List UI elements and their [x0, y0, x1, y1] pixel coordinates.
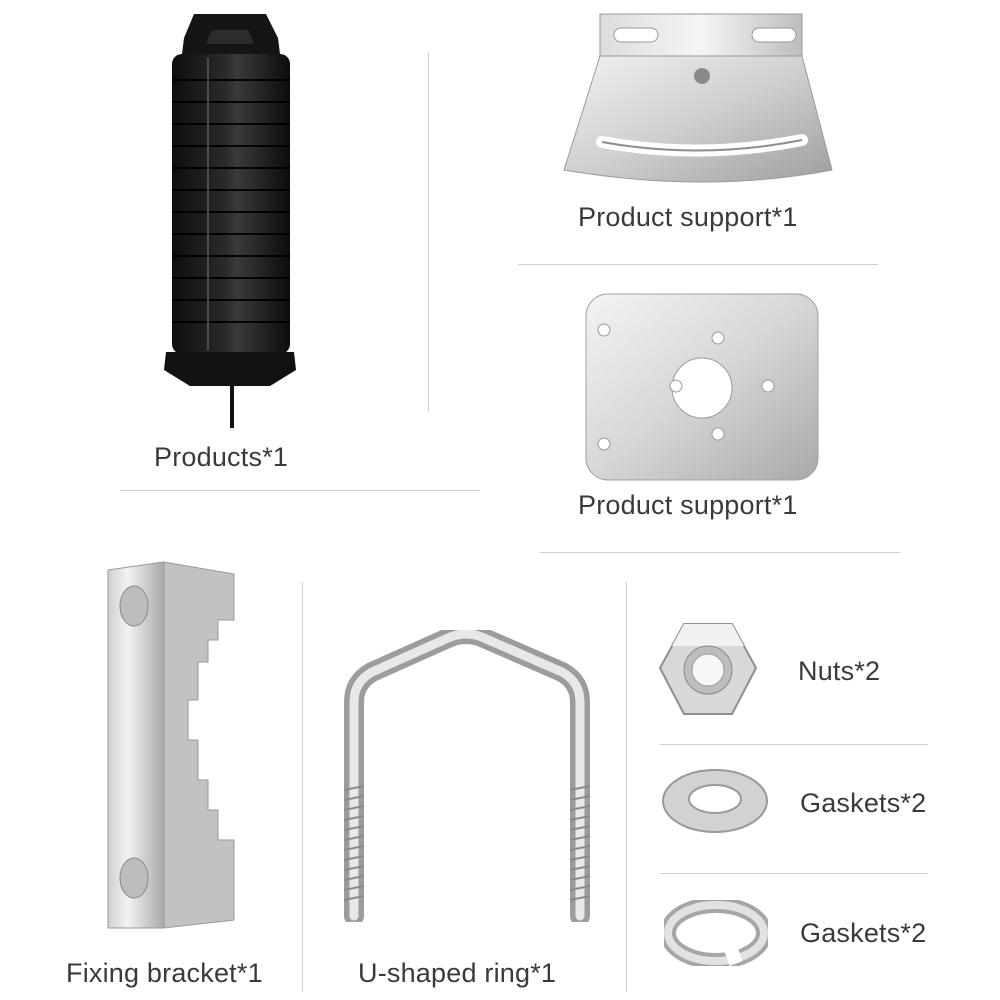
nuts-caption: Nuts*2: [798, 656, 881, 686]
split-washer-icon: [660, 897, 772, 969]
gaskets-flat-caption: Gaskets*2: [800, 788, 927, 818]
u-bolt-icon: [336, 624, 598, 926]
flat-washer-icon: [660, 766, 770, 836]
divider-horizontal-small-1: [660, 744, 928, 745]
support-plate-caption: Product support*1: [578, 490, 798, 520]
divider-vertical-bottom-1: [302, 582, 303, 992]
divider-horizontal-right-2: [540, 552, 900, 553]
divider-vertical-top: [428, 52, 429, 412]
toothed-bracket-icon: [104, 560, 240, 932]
support-angle-caption: Product support*1: [578, 202, 798, 232]
angle-bracket-icon: [556, 10, 846, 200]
product-caption: Products*1: [154, 442, 289, 472]
divider-vertical-bottom-2: [626, 582, 627, 992]
antenna-product-icon: [160, 10, 300, 430]
divider-horizontal-left: [120, 490, 480, 491]
divider-horizontal-small-2: [660, 873, 928, 874]
fixing-bracket-caption: Fixing bracket*1: [66, 958, 263, 988]
gaskets-split-caption: Gaskets*2: [800, 918, 927, 948]
mounting-plate-icon: [584, 292, 820, 482]
hex-nut-icon: [656, 620, 760, 720]
u-ring-caption: U-shaped ring*1: [358, 958, 557, 988]
divider-horizontal-right-1: [518, 264, 878, 265]
